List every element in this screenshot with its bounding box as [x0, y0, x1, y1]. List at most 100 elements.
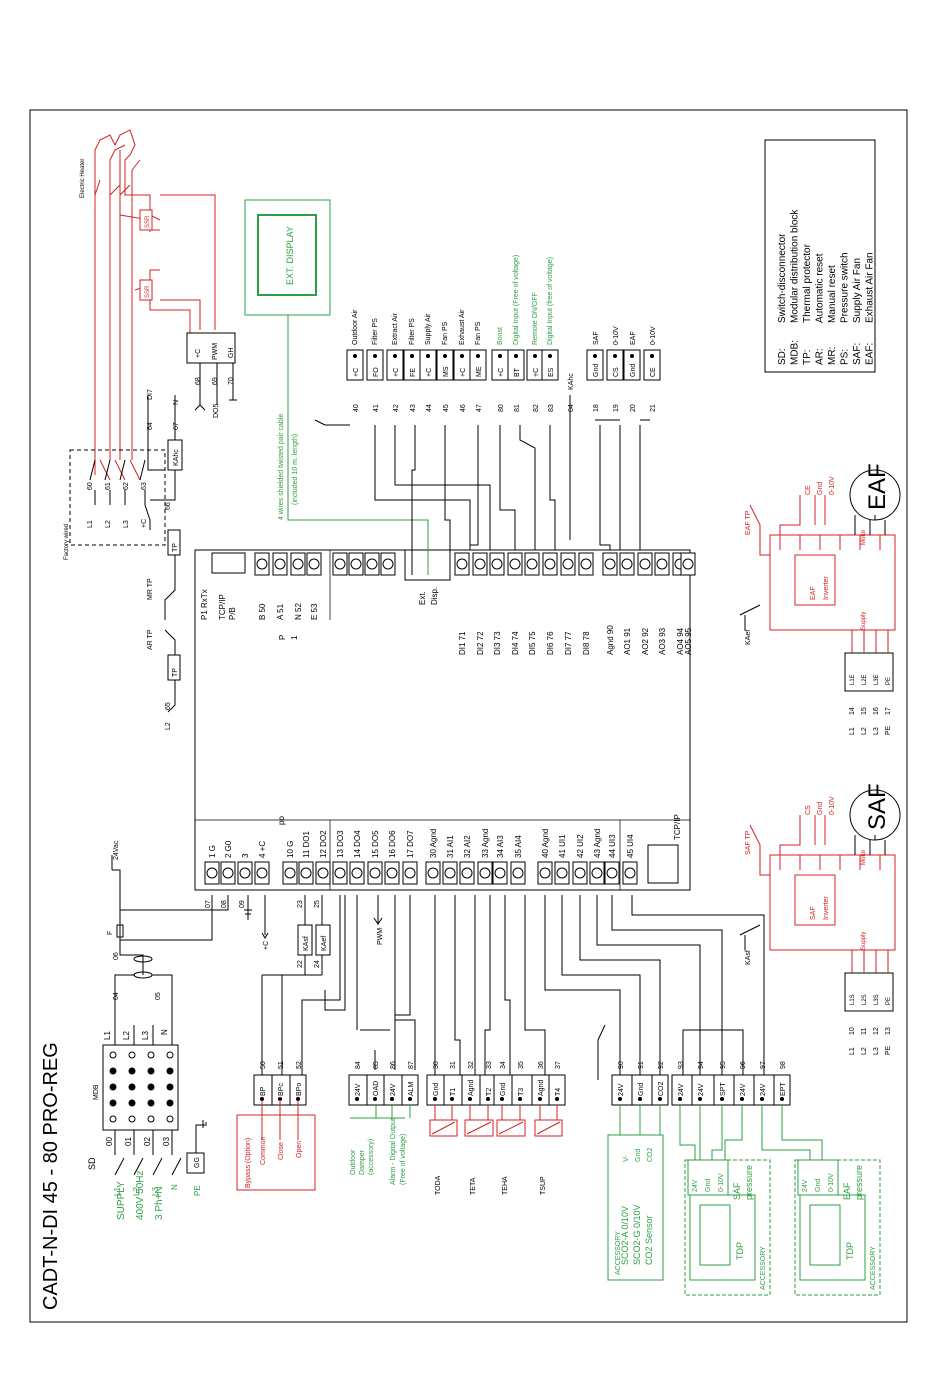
svg-text:N: N [170, 1184, 179, 1190]
svg-text:L3: L3 [123, 520, 130, 528]
terminal-screw [382, 558, 394, 570]
legend-value: Automatic reset [815, 253, 826, 323]
mdb-dot [109, 1083, 117, 1091]
terminal-dot [278, 1097, 282, 1101]
page-border [29, 109, 908, 1323]
controller-terminal-label: 13 DO3 [336, 830, 345, 858]
terminal-screw [256, 558, 268, 570]
damper-labels: Outdoor Damper (accessory) Alarm - Digit… [350, 1118, 407, 1185]
svg-text:63: 63 [141, 482, 148, 490]
terminal-number: 35 [518, 1061, 525, 1069]
digital-terminal [507, 349, 525, 381]
legend-key: SD: [777, 348, 788, 365]
terminal-label: Gnd [638, 1083, 645, 1096]
fan-terminal-label: L2S [862, 994, 868, 1005]
ext-display: EXT. DISPLAY 4 wires shielded twisted pa… [244, 199, 429, 575]
svg-text:MR TP: MR TP [147, 578, 154, 600]
sensor-name: TODA [435, 1175, 442, 1195]
svg-text:24: 24 [314, 960, 321, 968]
digital-terminal-number: 41 [373, 404, 380, 412]
terminal-label: EPT [780, 1082, 787, 1096]
svg-text:60: 60 [87, 482, 94, 490]
terminal-dot [618, 1097, 622, 1101]
sd-terminals: 00 01 02 03 [105, 1137, 171, 1146]
mdb-dot [128, 1115, 136, 1123]
svg-text:PWM: PWM [212, 343, 219, 360]
terminal-screw [580, 558, 592, 570]
digital-terminal [366, 349, 384, 381]
terminal-dot [500, 1097, 504, 1101]
legend-value: Pressure switch [840, 252, 851, 323]
controller-terminal-label: 32 AI2 [463, 835, 472, 858]
terminal-screw [491, 558, 503, 570]
digital-input-text: Digital Input (Free of voltage) [513, 255, 520, 345]
svg-text:4 wires shielded twisted pair: 4 wires shielded twisted pair cable [278, 414, 285, 520]
tdp-terminal-label: 0-10V [828, 1173, 835, 1192]
terminal-screw [526, 558, 538, 570]
terminal-dot [410, 354, 414, 358]
fan-terminal-number: 20 [630, 404, 637, 412]
fan-line-label: PE [885, 725, 892, 735]
terminal-screw [456, 558, 468, 570]
supply-label: Supply [861, 612, 867, 630]
terminal-screw [556, 867, 568, 879]
terminal-dot [468, 1097, 472, 1101]
fan-terminal-text: 0-10V [650, 326, 657, 345]
terminal-dot [555, 1097, 559, 1101]
legend-key: AR: [815, 348, 826, 365]
controller-terminal-label: 3 [241, 853, 250, 858]
fan-010v-label: 0-10V [829, 796, 836, 815]
terminal-label: Gnd [433, 1083, 440, 1096]
digital-terminal-label: +C [393, 368, 400, 377]
svg-text:AR TP: AR TP [147, 629, 154, 650]
digital-terminal-number: 81 [514, 404, 521, 412]
digital-input-text: Filter PS [372, 318, 379, 345]
terminal-dot [433, 1097, 437, 1101]
legend-key: TP: [802, 349, 813, 365]
controller-terminal-label: 43 Agnd [593, 829, 602, 858]
terminal-number: 98 [780, 1061, 787, 1069]
fan-terminal-label: L3S [874, 994, 880, 1005]
legend-value: Supply Air Fan [852, 258, 863, 323]
terminal-dot [408, 1097, 412, 1101]
controller-terminal-label: 33 Agnd [481, 829, 490, 858]
legend-key: MR: [827, 347, 838, 365]
mdb-dot [166, 1067, 174, 1075]
fan-line-label: L3 [873, 1047, 880, 1055]
inverter-label: SAF [810, 906, 817, 920]
svg-text:N: N [160, 1029, 169, 1035]
fan-gnd-label: Gnd [817, 802, 824, 815]
terminal-dot [638, 1097, 642, 1101]
tdp-accessory-label: ACCESSORY [870, 1246, 877, 1290]
svg-text:KAsf: KAsf [303, 936, 310, 951]
controller-output-wiring [261, 895, 765, 1080]
terminal-dot [260, 1097, 264, 1101]
tdp-terminal-label: 24V [802, 1179, 809, 1192]
svg-text:TCP/IP: TCP/IP [218, 594, 227, 620]
terminal-number: 93 [678, 1061, 685, 1069]
digital-input-text: Digital Input (free of voltage) [547, 257, 554, 345]
digital-terminal-label: +C [460, 368, 467, 377]
fan-010v-label: 0-10V [829, 476, 836, 495]
gnd-wire-labels: 07 08 09 +C [205, 900, 270, 950]
legend-value: Modular distribution block [790, 209, 801, 323]
svg-text:70: 70 [228, 377, 235, 385]
digital-terminal-label: ME [476, 366, 483, 377]
fan-terminal [643, 349, 661, 381]
svg-text:SSR: SSR [145, 215, 151, 228]
supply-24vac-line [111, 855, 121, 925]
terminal-label: 24V [390, 1083, 397, 1096]
fan-terminal-number: 14 [849, 707, 856, 715]
digital-terminal-number: 83 [548, 404, 555, 412]
mdb-dot [166, 1051, 174, 1059]
svg-text:CO2 Sensor: CO2 Sensor [644, 1215, 654, 1265]
svg-text:+C: +C [195, 349, 202, 358]
terminal-screw [334, 867, 346, 879]
svg-text:SCO2-A 0/10V: SCO2-A 0/10V [620, 1206, 630, 1265]
controller-terminal-label: 45 UI4 [626, 834, 635, 858]
digital-terminal [469, 349, 487, 381]
